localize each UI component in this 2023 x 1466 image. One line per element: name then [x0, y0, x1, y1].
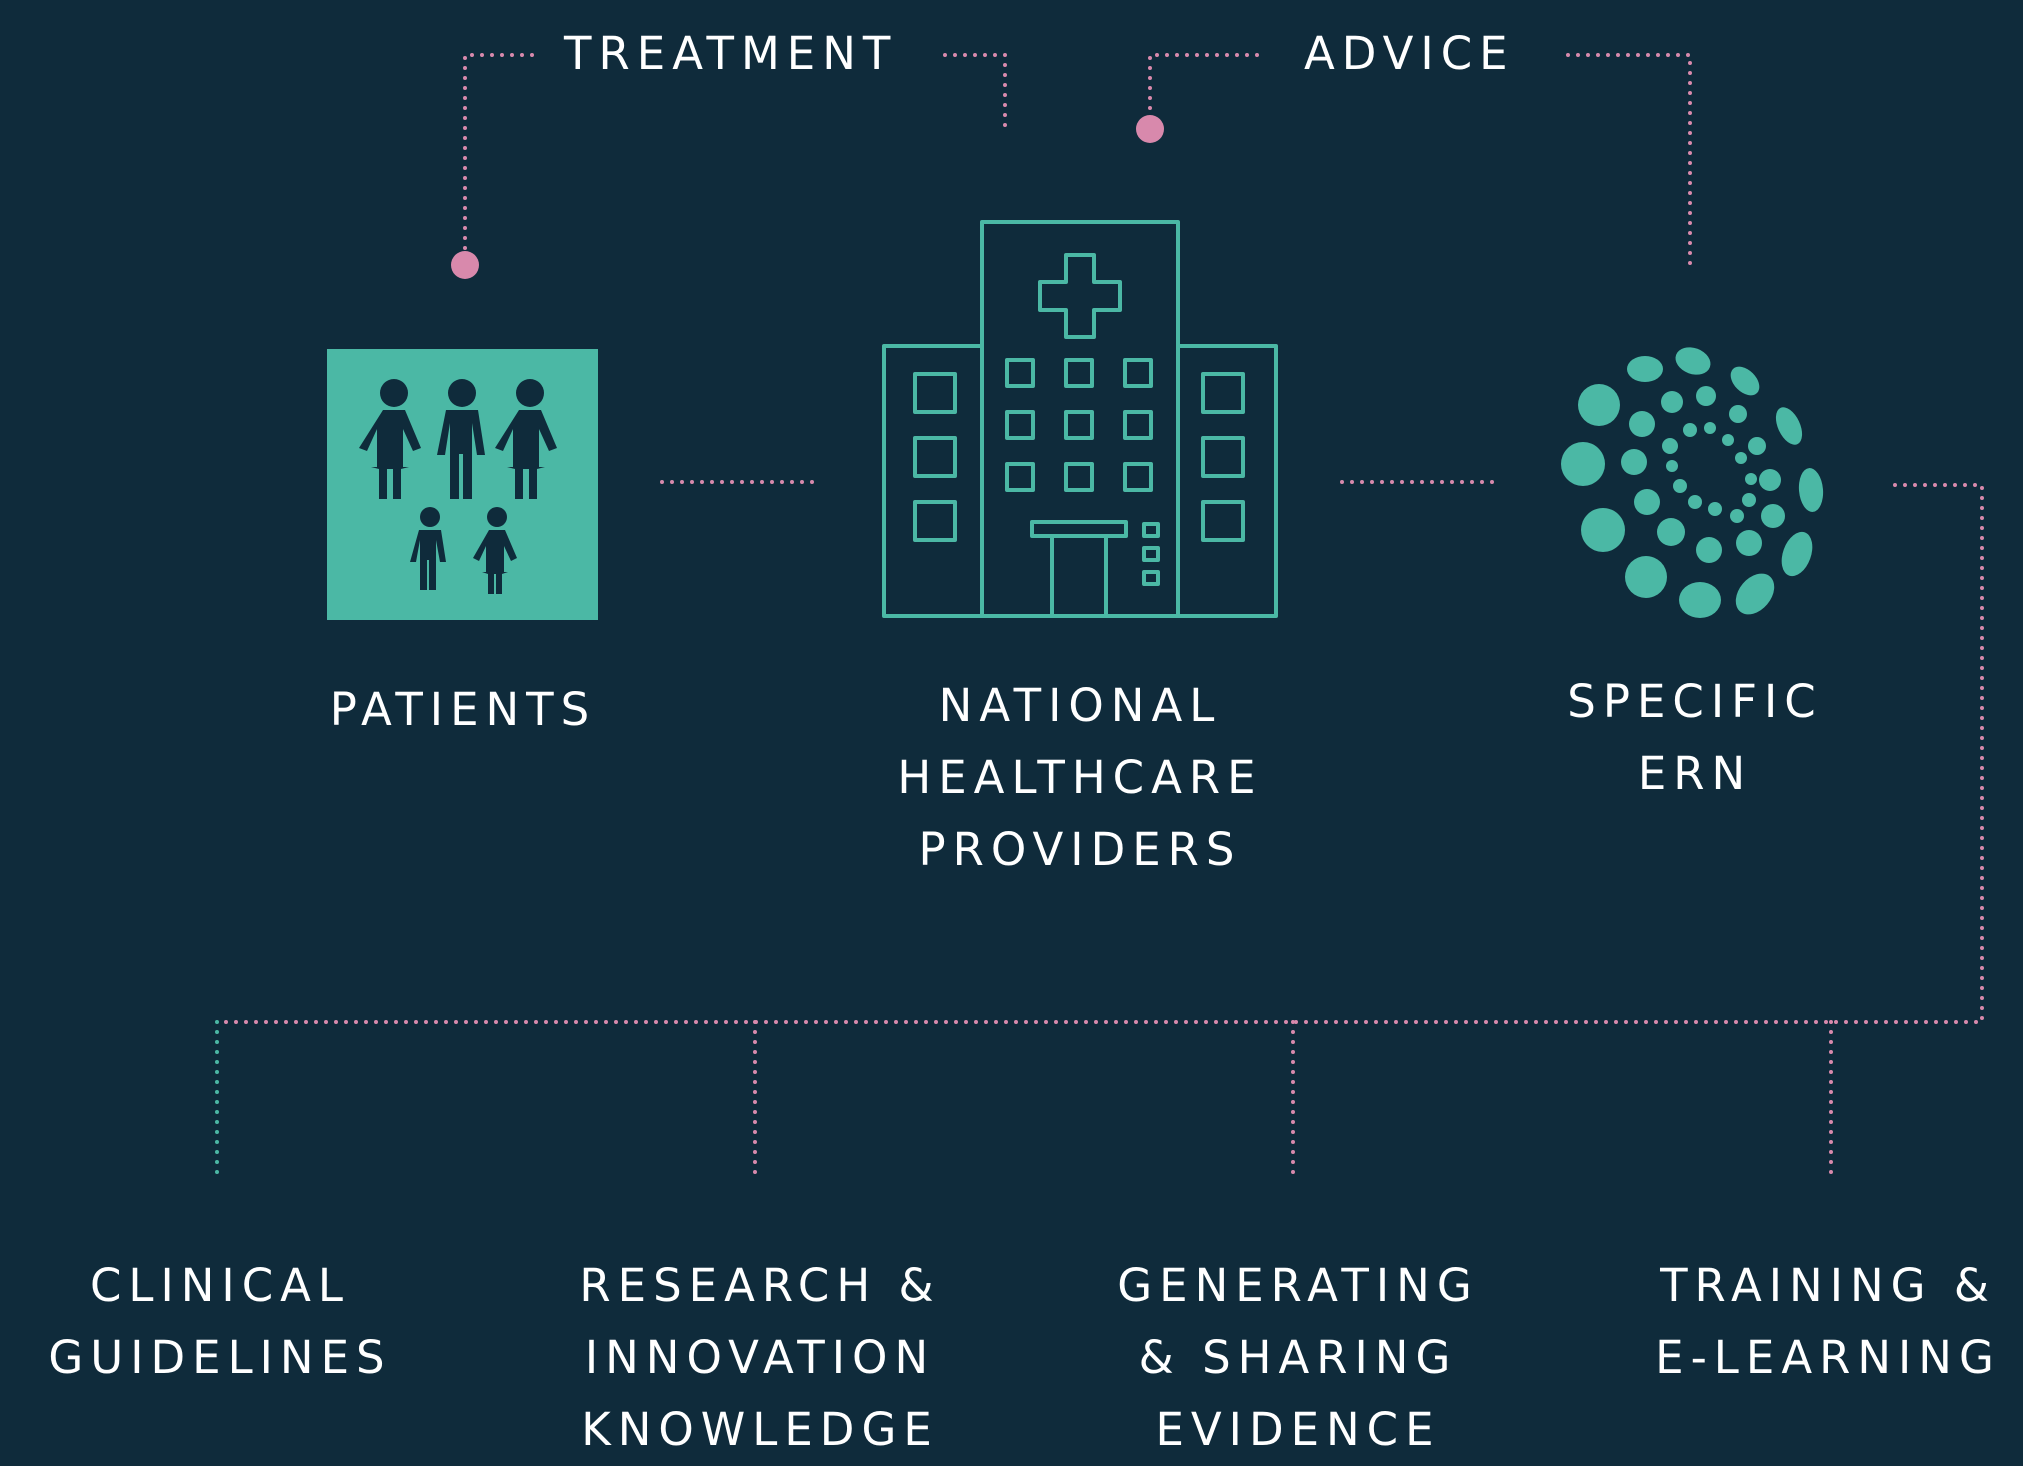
output-line: EVIDENCE: [1155, 1403, 1441, 1456]
output-line: CLINICAL: [90, 1259, 350, 1312]
output-line: GENERATING: [1117, 1259, 1479, 1312]
output-clinical-guidelines: CLINICAL GUIDELINES: [20, 1250, 420, 1394]
output-line: TRAINING &: [1660, 1259, 1996, 1312]
patients-label: PATIENTS: [263, 674, 663, 746]
family-icon: [327, 349, 598, 620]
advice-endpoint-dot: [1136, 115, 1164, 143]
output-line: GUIDELINES: [48, 1331, 392, 1384]
output-training-elearning: TRAINING & E-LEARNING: [1633, 1250, 2023, 1394]
treatment-endpoint-dot: [451, 251, 479, 279]
providers-label: NATIONAL HEALTHCARE PROVIDERS: [830, 670, 1330, 886]
ern-dot-spiral-icon: [1561, 347, 1824, 618]
output-generating-evidence: GENERATING & SHARING EVIDENCE: [1093, 1250, 1503, 1466]
output-line: KNOWLEDGE: [581, 1403, 939, 1456]
treatment-connector: [463, 53, 1007, 260]
ern-label-line-2: ERN: [1637, 747, 1753, 800]
providers-label-line-3: PROVIDERS: [918, 823, 1242, 876]
output-line: & SHARING: [1138, 1331, 1458, 1384]
advice-connector: [1148, 53, 1692, 267]
output-line: E-LEARNING: [1655, 1331, 2001, 1384]
providers-label-line-2: HEALTHCARE: [897, 751, 1263, 804]
output-research-innovation: RESEARCH & INNOVATION KNOWLEDGE: [555, 1250, 965, 1466]
connectors: [215, 53, 1984, 1184]
treatment-label: TREATMENT: [564, 27, 898, 80]
patients-label-line: PATIENTS: [329, 683, 597, 736]
ern-label: SPECIFIC ERN: [1495, 666, 1895, 810]
output-line: INNOVATION: [584, 1331, 936, 1384]
output-line: RESEARCH &: [579, 1259, 941, 1312]
ern-label-line-1: SPECIFIC: [1567, 675, 1823, 728]
advice-label: ADVICE: [1304, 27, 1515, 80]
providers-label-line-1: NATIONAL: [938, 679, 1222, 732]
hospital-icon: [882, 220, 1278, 618]
